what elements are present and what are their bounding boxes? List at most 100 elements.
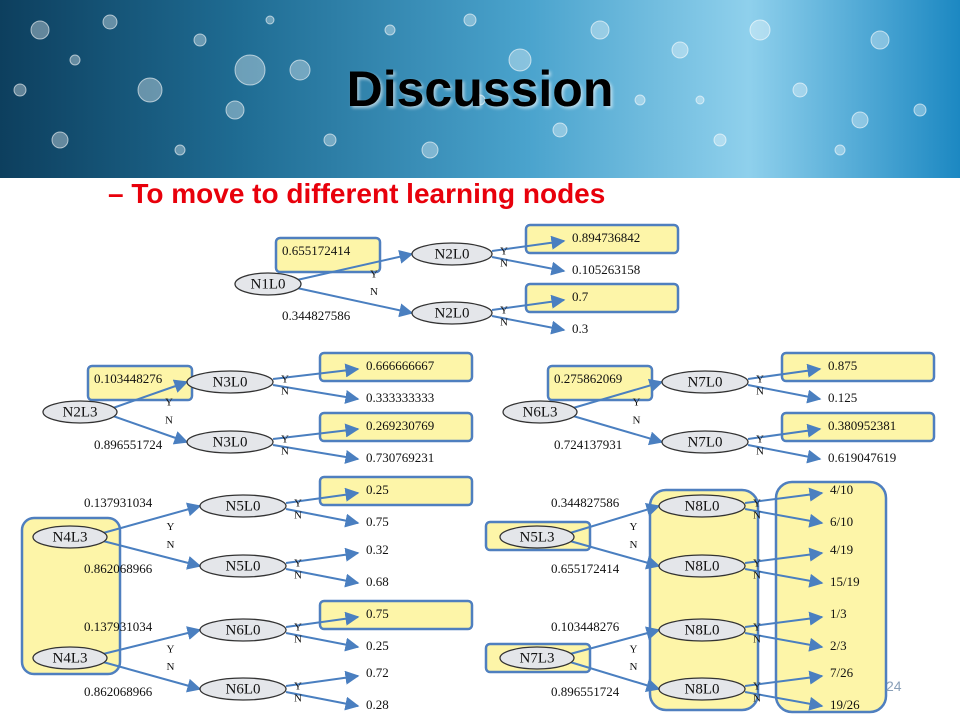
- yes-branch-label: Y: [630, 521, 638, 533]
- leaf-value: 15/19: [830, 574, 860, 589]
- lower-probability: 0.724137931: [554, 437, 622, 452]
- yes-branch-label: Y: [294, 498, 302, 510]
- tree-node: [499, 525, 575, 549]
- tree-node: [411, 301, 493, 325]
- leaf-value: 1/3: [830, 606, 847, 621]
- tree-edge: [272, 423, 360, 440]
- decision-tree: 0.6551724140.344827586YNYN0.8947368420.1…: [234, 230, 640, 336]
- leaf-value: 7/26: [830, 665, 854, 680]
- decision-tree: 0.1379310340.862068966YNYN0.750.25N6L0YN…: [32, 606, 389, 712]
- no-branch-label: N: [500, 258, 508, 270]
- lower-probability: 0.862068966: [84, 684, 153, 699]
- lower-probability: 0.862068966: [84, 561, 153, 576]
- leaf-value: 0.28: [366, 697, 389, 712]
- lower-probability: 0.896551724: [94, 437, 163, 452]
- no-branch-label: N: [630, 539, 638, 551]
- tree-node: [499, 646, 575, 670]
- leaf-value: 0.125: [828, 390, 857, 405]
- tree-edge: [102, 626, 202, 655]
- yes-branch-label: Y: [753, 622, 761, 634]
- upper-probability: 0.275862069: [554, 371, 622, 386]
- leaf-value: 0.875: [828, 358, 857, 373]
- tree-node-label: N8L0: [685, 622, 720, 638]
- no-branch-label: N: [630, 661, 638, 673]
- tree-node-label: N4L3: [53, 529, 88, 545]
- tree-edge: [569, 540, 661, 570]
- leaf-value: 0.269230769: [366, 418, 434, 433]
- highlight-box: [318, 475, 474, 507]
- tree-edge: [491, 294, 566, 311]
- tree-edge: [744, 508, 824, 528]
- tree-edge: [272, 444, 360, 464]
- tree-node: [32, 646, 108, 670]
- yes-branch-label: Y: [281, 434, 289, 446]
- tree-edge: [296, 287, 414, 318]
- tree-node: [186, 370, 274, 394]
- leaf-value: 0.333333333: [366, 390, 434, 405]
- tree-edge: [102, 540, 202, 570]
- tree-edge: [747, 444, 822, 464]
- leaf-value: 0.619047619: [828, 450, 896, 465]
- upper-probability: 0.103448276: [94, 371, 163, 386]
- tree-node: [199, 677, 287, 701]
- tree-edge: [744, 487, 824, 504]
- leaf-value: 0.32: [366, 542, 389, 557]
- tree-edge: [285, 691, 360, 711]
- leaf-value: 0.3: [572, 321, 588, 336]
- no-branch-label: N: [294, 510, 302, 522]
- tree-edge: [272, 363, 360, 380]
- tree-edge: [491, 235, 566, 252]
- yes-branch-label: Y: [167, 521, 175, 533]
- leaf-value: 0.7: [572, 289, 589, 304]
- leaf-value: 0.666666667: [366, 358, 435, 373]
- tree-node: [658, 494, 746, 518]
- leaf-value: 4/19: [830, 542, 853, 557]
- tree-node: [658, 618, 746, 642]
- no-branch-label: N: [281, 446, 289, 458]
- yes-branch-label: Y: [630, 644, 638, 656]
- tree-node: [199, 618, 287, 642]
- no-branch-label: N: [370, 286, 378, 298]
- highlight-box: [20, 516, 122, 676]
- leaf-value: 0.68: [366, 574, 389, 589]
- tree-edge: [285, 487, 360, 504]
- tree-edge: [285, 670, 360, 687]
- yes-branch-label: Y: [294, 681, 302, 693]
- upper-probability: 0.344827586: [551, 495, 620, 510]
- decision-tree: 0.1034482760.896551724YNYN0.6666666670.3…: [42, 358, 435, 465]
- no-branch-label: N: [753, 693, 761, 705]
- no-branch-label: N: [633, 415, 641, 427]
- tree-node: [42, 400, 118, 424]
- yes-branch-label: Y: [370, 269, 378, 281]
- tree-node-label: N5L0: [226, 498, 261, 514]
- leaf-value: 6/10: [830, 514, 853, 529]
- no-branch-label: N: [756, 386, 764, 398]
- tree-edge: [569, 626, 661, 655]
- tree-node-label: N4L3: [53, 650, 88, 666]
- tree-edge: [285, 632, 360, 652]
- tree-node-label: N8L0: [685, 558, 720, 574]
- yes-branch-label: Y: [633, 397, 641, 409]
- yes-branch-label: Y: [294, 558, 302, 570]
- no-branch-label: N: [500, 317, 508, 329]
- no-branch-label: N: [753, 570, 761, 582]
- tree-node-label: N5L0: [226, 558, 261, 574]
- leaf-value: 0.25: [366, 482, 389, 497]
- header-banner: [0, 0, 960, 178]
- decision-tree: 0.2758620690.724137931YNYN0.8750.125N7L0…: [502, 358, 896, 465]
- tree-edge: [285, 568, 360, 588]
- yes-branch-label: Y: [167, 644, 175, 656]
- no-branch-label: N: [753, 634, 761, 646]
- tree-edge: [744, 670, 824, 687]
- tree-edge: [744, 632, 824, 652]
- no-branch-label: N: [281, 386, 289, 398]
- tree-edge: [569, 502, 661, 534]
- lower-probability: 0.344827586: [282, 308, 351, 323]
- tree-edge: [491, 315, 566, 335]
- tree-node: [199, 554, 287, 578]
- yes-branch-label: Y: [753, 498, 761, 510]
- tree-edge: [491, 256, 566, 276]
- tree-node-label: N7L3: [520, 650, 555, 666]
- leaf-value: 0.75: [366, 514, 389, 529]
